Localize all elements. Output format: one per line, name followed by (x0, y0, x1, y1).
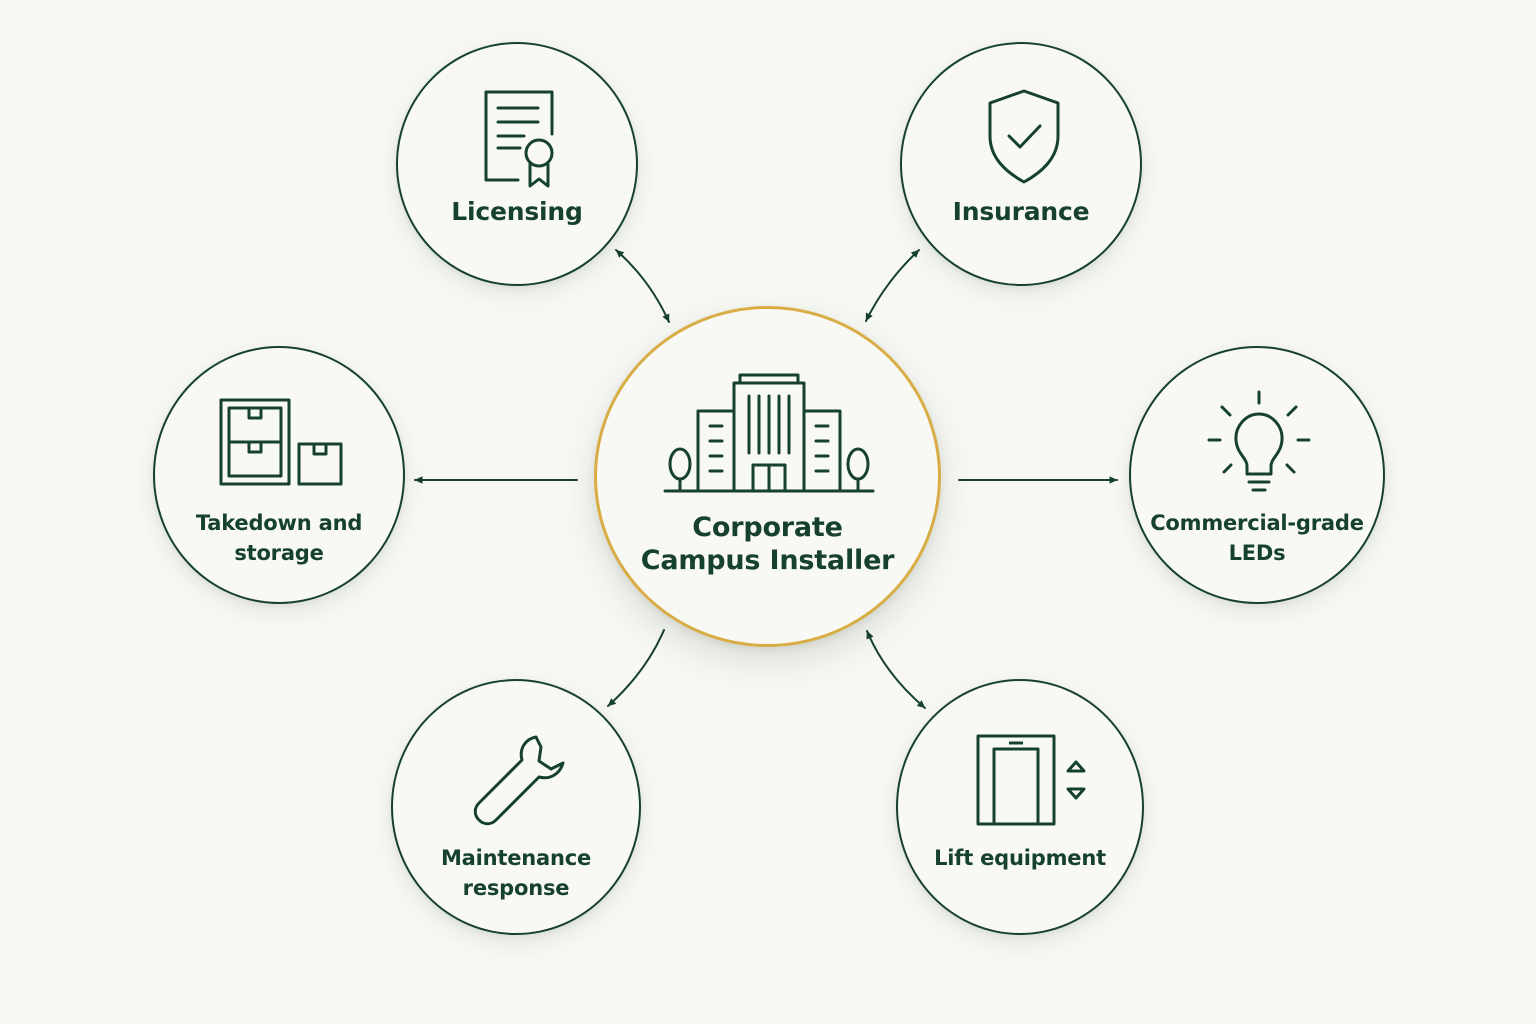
node-leds: Commercial-grade LEDs (1129, 346, 1385, 604)
node-center: Corporate Campus Installer (594, 306, 941, 647)
connector-insurance (865, 249, 920, 322)
node-lift: Lift equipment (896, 679, 1144, 935)
connector-lift (866, 630, 926, 709)
lightbulb-icon (1207, 390, 1311, 492)
storage-boxes-icon (219, 398, 343, 486)
connector-licensing (615, 249, 670, 323)
elevator-icon (976, 734, 1086, 826)
node-licensing: Licensing (396, 42, 638, 286)
node-takedown: Takedown and storage (153, 346, 405, 604)
certificate-document-icon (484, 90, 554, 188)
label-lift: Lift equipment (934, 846, 1106, 870)
label-licensing: Licensing (451, 197, 583, 226)
connector-maintenance (607, 629, 665, 707)
node-insurance: Insurance (900, 42, 1142, 286)
wrench-icon (473, 735, 565, 826)
label-center: Corporate Campus Installer (640, 512, 895, 576)
label-maintenance: Maintenance response (440, 846, 592, 900)
label-insurance: Insurance (952, 197, 1090, 226)
office-building-icon (663, 373, 875, 493)
node-maintenance: Maintenance response (391, 679, 641, 935)
label-leds: Commercial-grade LEDs (1150, 511, 1364, 565)
label-takedown: Takedown and storage (195, 511, 363, 565)
shield-check-icon (988, 89, 1060, 184)
